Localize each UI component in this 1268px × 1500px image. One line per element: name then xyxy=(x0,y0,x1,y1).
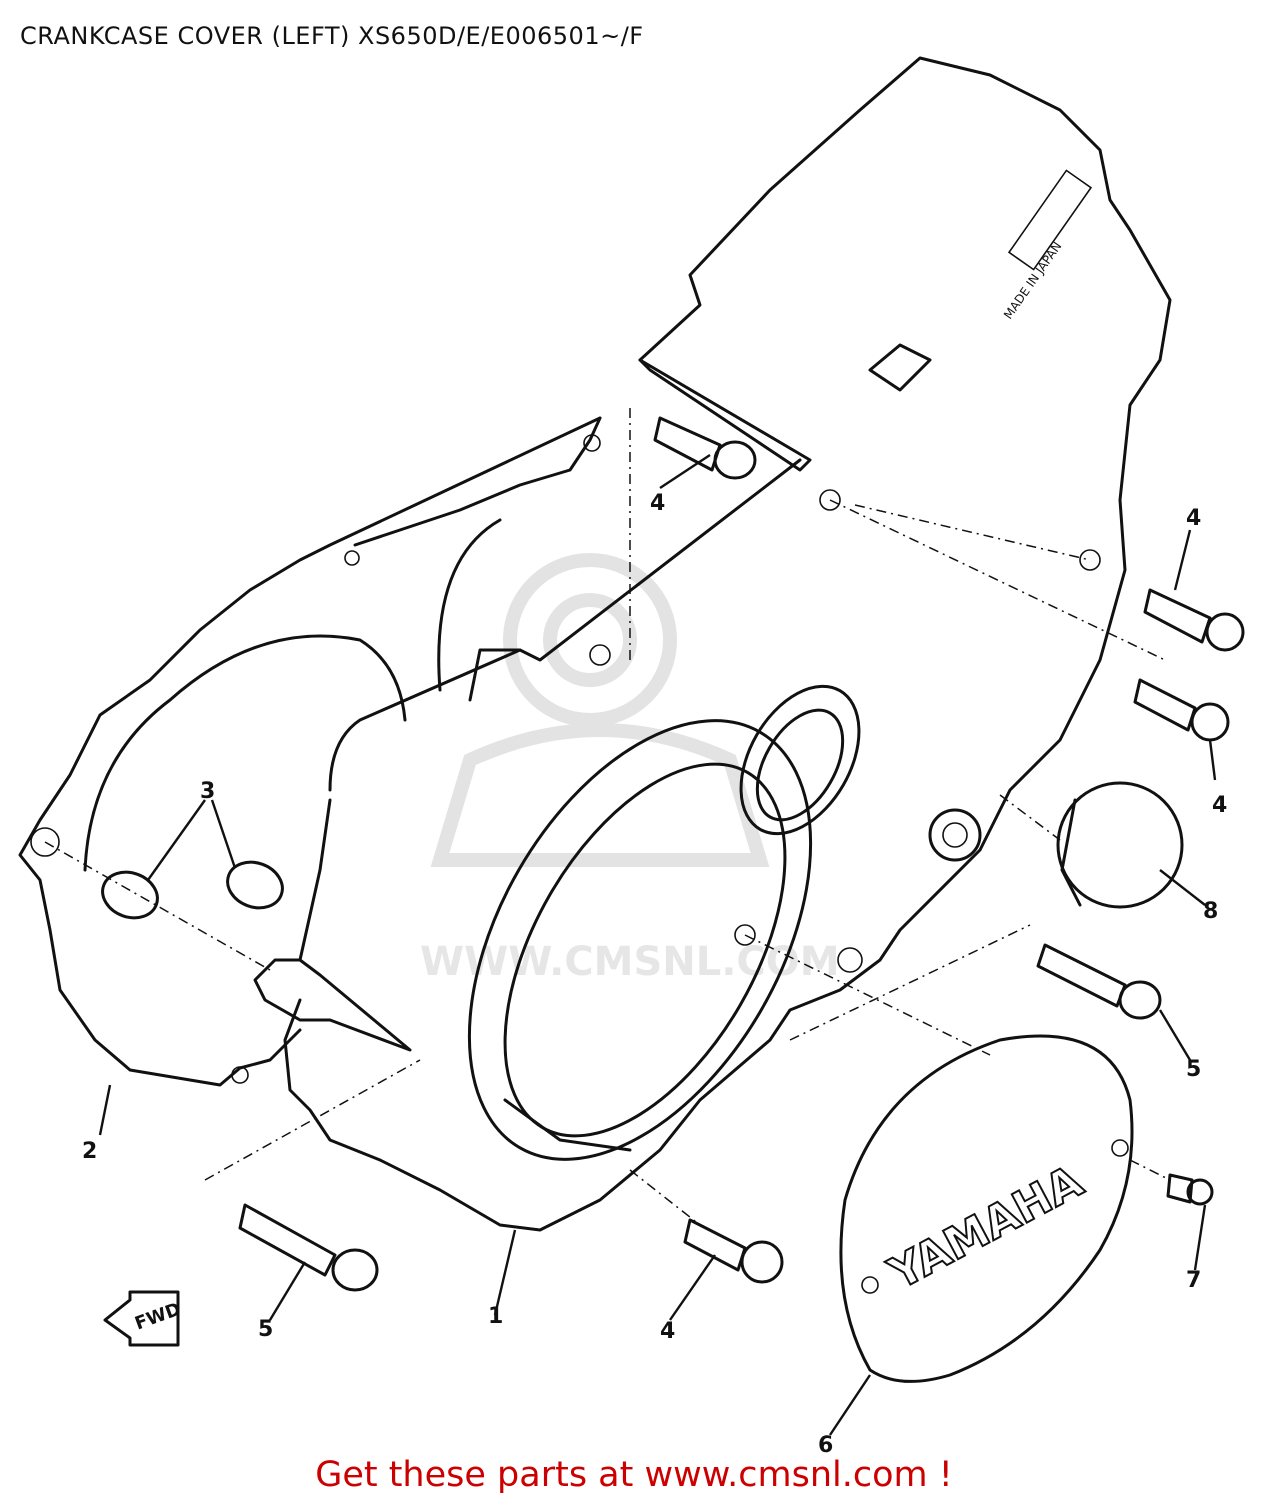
page-title: CRANKCASE COVER (LEFT) XS650D/E/E006501~… xyxy=(20,22,644,50)
bolts xyxy=(238,416,1245,1292)
callout-5-right: 5 xyxy=(1186,1057,1201,1082)
callout-7: 7 xyxy=(1186,1268,1201,1293)
bolt-bottom-center xyxy=(683,1218,784,1284)
alignment-lines xyxy=(44,408,1171,1226)
footer-link-text[interactable]: Get these parts at www.cmsnl.com ! xyxy=(315,1455,953,1495)
callout-4-top: 4 xyxy=(650,491,665,516)
collar-part-3 xyxy=(101,860,284,920)
callout-2: 2 xyxy=(82,1139,97,1164)
callout-4-right-upper: 4 xyxy=(1186,506,1201,531)
callout-numbers: 3 4 4 4 8 5 7 2 1 4 5 6 xyxy=(82,491,1227,1458)
screw-part-7 xyxy=(1166,1173,1214,1206)
cover-part-6: YAMAHA xyxy=(839,1034,1134,1383)
callout-3: 3 xyxy=(200,779,215,804)
fwd-text: FWD xyxy=(132,1299,183,1335)
leader-lines xyxy=(98,453,1217,1436)
bolt-long-left xyxy=(238,1203,379,1292)
crankcase-cover-part-1: MADE IN JAPAN xyxy=(253,56,1172,1232)
fwd-arrow-icon: FWD xyxy=(103,1290,184,1347)
made-in-japan-text: MADE IN JAPAN xyxy=(1001,239,1065,321)
gasket-part-2 xyxy=(18,416,602,1087)
callout-4-bottom: 4 xyxy=(660,1319,675,1344)
cap-part-8 xyxy=(1056,781,1184,909)
bolt-long-right xyxy=(1036,943,1162,1020)
callout-6: 6 xyxy=(818,1433,833,1458)
bolt-right-lower xyxy=(1133,678,1230,742)
callout-5-left: 5 xyxy=(258,1317,273,1342)
callout-8: 8 xyxy=(1203,899,1218,924)
bolt-right-upper xyxy=(1143,588,1245,652)
callout-4-right-lower: 4 xyxy=(1212,793,1227,818)
bolt-top xyxy=(653,416,757,480)
callout-1: 1 xyxy=(488,1304,503,1329)
yamaha-emblem: YAMAHA xyxy=(880,1156,1091,1300)
